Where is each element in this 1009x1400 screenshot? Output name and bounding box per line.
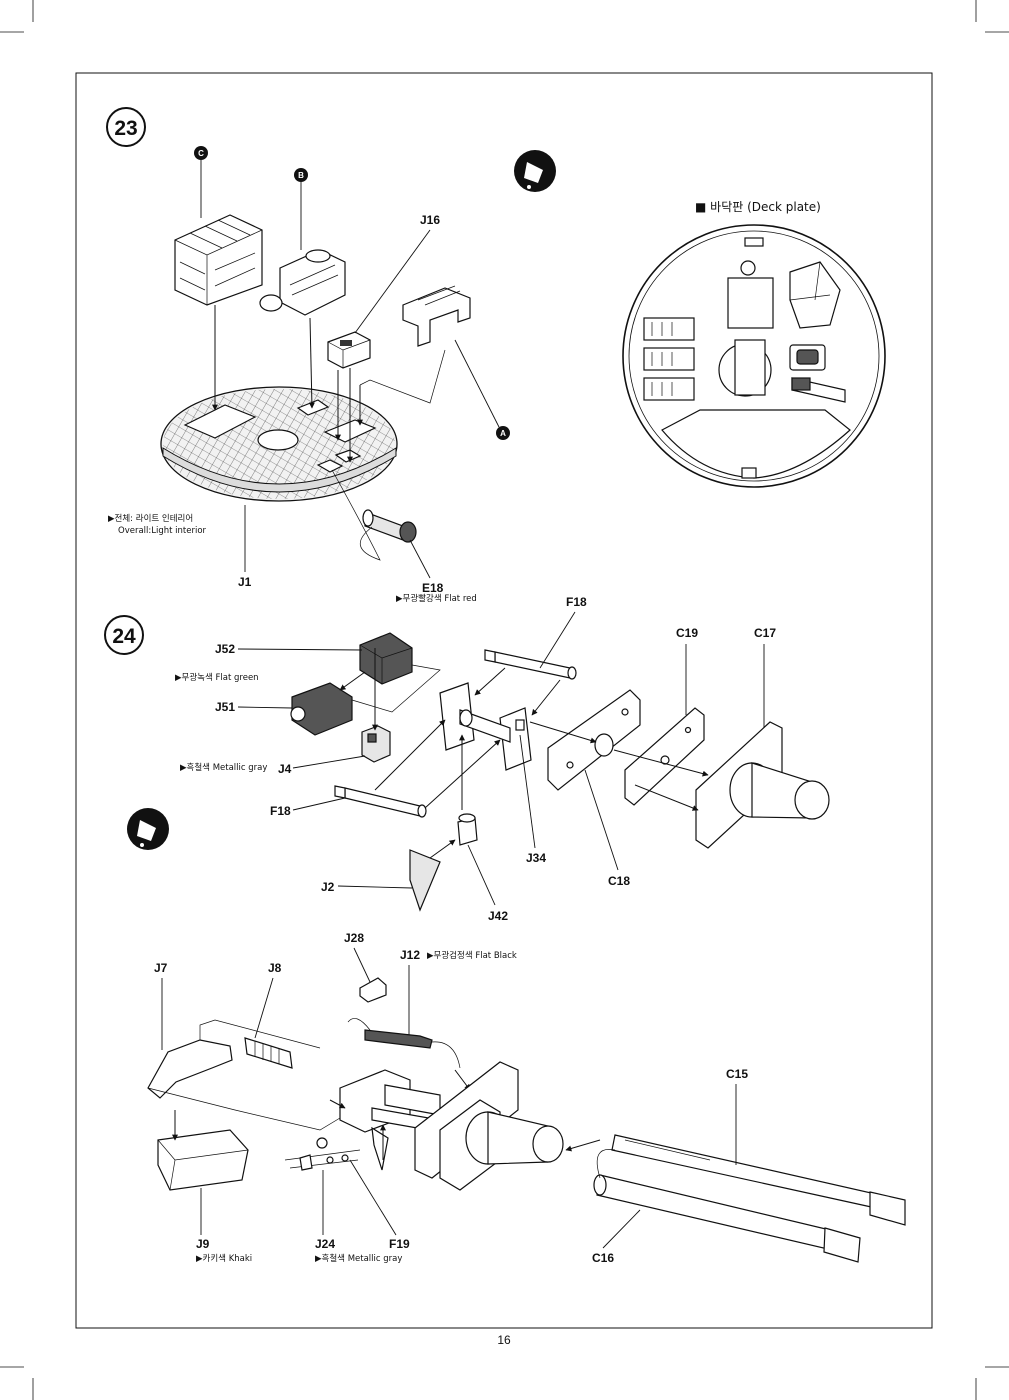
marker-b: [294, 168, 308, 182]
label-c18: C18: [608, 874, 630, 888]
label-f19: F19: [389, 1237, 410, 1251]
label-j52: J52: [215, 642, 235, 656]
label-j4: J4: [278, 762, 292, 776]
deck-plate-inset: [622, 224, 886, 488]
label-j42: J42: [488, 909, 508, 923]
step-number: 24: [112, 625, 136, 648]
part-j8: [244, 1037, 293, 1069]
part-j16: [327, 331, 371, 369]
part-j9-bin: [157, 1129, 249, 1191]
note-overall-ko: ▶전체: 라이트 인테리어: [108, 513, 193, 524]
label-c17: C17: [754, 626, 776, 640]
label-j9: J9: [196, 1237, 210, 1251]
marker-b-label: B: [298, 171, 304, 180]
part-f18-pin-left: [334, 785, 427, 818]
note-j4-paint: ▶흑철색 Metallic gray: [180, 762, 267, 773]
marker-c: [194, 146, 208, 160]
bracket-part-a: [402, 285, 471, 347]
label-f18-left: F18: [270, 804, 291, 818]
part-j4: [361, 725, 391, 763]
note-j9-paint: ▶카키색 Khaki: [196, 1253, 252, 1264]
note-j12-paint: ▶무광검정색 Flat Black: [427, 950, 517, 961]
label-j51: J51: [215, 700, 235, 714]
step-gun-assembly: J28 J12 ▶무광검정색 Flat Black J7 J8: [147, 931, 906, 1265]
label-f18-top: F18: [566, 595, 587, 609]
part-j28: [359, 977, 387, 1003]
label-c16: C16: [592, 1251, 614, 1265]
mantlet-assembly: [414, 1061, 564, 1191]
note-e18-paint: ▶무광빨강색 Flat red: [396, 593, 477, 604]
part-j2: [409, 849, 441, 912]
gun-mount-axle: [439, 682, 532, 771]
part-c17: [695, 721, 830, 849]
label-j2: J2: [321, 880, 335, 894]
part-j12: [364, 1029, 433, 1049]
part-j51: [290, 682, 353, 736]
page-number: 16: [497, 1333, 511, 1347]
page-frame: [75, 72, 933, 1329]
ammo-rack-part: [174, 214, 263, 306]
part-c19: [624, 707, 705, 806]
note-j52-paint: ▶무광녹색 Flat green: [175, 672, 259, 683]
step-23: 23 C B: [106, 107, 886, 604]
label-e18: E18: [422, 581, 444, 595]
part-j24-linkage: [284, 1137, 361, 1171]
marker-a-label: A: [500, 429, 506, 438]
label-c19: C19: [676, 626, 698, 640]
deck-plate-j1: [160, 386, 398, 502]
label-j16: J16: [420, 213, 440, 227]
part-j52: [359, 632, 413, 685]
part-j42: [457, 813, 478, 846]
label-j7: J7: [154, 961, 168, 975]
label-j12: J12: [400, 948, 420, 962]
label-j1: J1: [238, 575, 252, 589]
note-j24-paint: ▶흑철색 Metallic gray: [315, 1253, 402, 1264]
part-j7-frame: [147, 1019, 341, 1131]
paint-bottle-icon: [514, 150, 556, 192]
inset-title: ■ 바닥판 (Deck plate): [695, 200, 821, 214]
part-c16-barrel-half: [593, 1174, 861, 1263]
part-f18-pin-top: [484, 649, 577, 680]
marker-a: [496, 426, 510, 440]
part-e18: [362, 509, 417, 543]
part-c15-barrel-half: [611, 1134, 906, 1226]
note-overall-en: Overall:Light interior: [118, 526, 207, 536]
paint-bottle-icon: [127, 808, 169, 850]
traverse-motor-part: [259, 249, 346, 316]
label-j24: J24: [315, 1237, 335, 1251]
label-j28: J28: [344, 931, 364, 945]
step-24: 24 J52 ▶무광녹색 Flat green J51 J4 ▶흑철색 Meta…: [104, 595, 830, 923]
label-c15: C15: [726, 1067, 748, 1081]
label-j8: J8: [268, 961, 282, 975]
step-number-badge: [106, 107, 146, 147]
part-f19: [371, 1126, 389, 1171]
marker-c-label: C: [198, 149, 204, 158]
step-number-badge: [104, 615, 144, 655]
step-number: 23: [114, 117, 137, 140]
label-j34: J34: [526, 851, 546, 865]
